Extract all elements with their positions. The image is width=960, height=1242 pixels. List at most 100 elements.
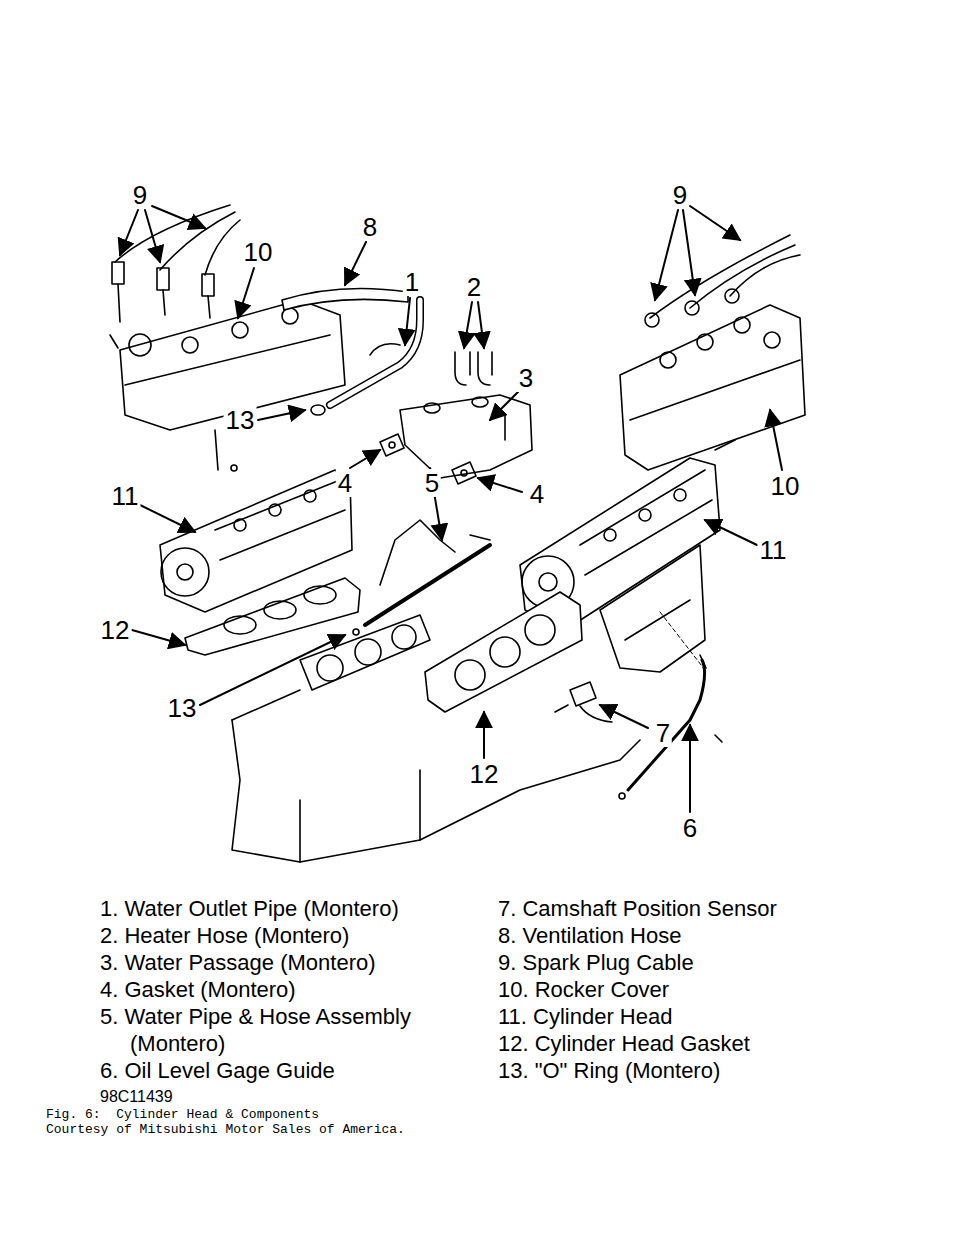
- callout-number: 10: [242, 238, 275, 266]
- leader-arrow: [660, 612, 705, 670]
- camshaft-position-sensor: [555, 682, 612, 722]
- engine-block: [300, 770, 420, 862]
- cylinder-head-gasket: [490, 637, 520, 667]
- cylinder-head-gasket: [224, 616, 256, 634]
- parts-list-item: 11. Cylinder Head: [498, 1003, 672, 1030]
- engine-block: [392, 625, 416, 649]
- figure-caption: Fig. 6: Cylinder Head & Components: [46, 1107, 319, 1122]
- cylinder-head: [639, 509, 651, 521]
- callout-number: 4: [528, 480, 546, 508]
- callout-number: 4: [336, 469, 354, 497]
- water-passage: [400, 395, 532, 478]
- callout-number: 12: [99, 616, 132, 644]
- cylinder-head: [231, 465, 237, 471]
- callout-number: 13: [224, 406, 257, 434]
- cylinder-head-gasket: [455, 660, 485, 690]
- cylinder-head-gasket: [304, 586, 336, 604]
- leader-arrow: [345, 242, 366, 285]
- gasket: [461, 470, 467, 476]
- spark-plug-cable: [645, 313, 659, 327]
- spark-plug-cable: [112, 205, 240, 322]
- callout-number: 9: [131, 181, 149, 209]
- cylinder-head: [160, 430, 352, 612]
- leader-arrow: [140, 505, 195, 532]
- leader-arrow: [600, 705, 648, 728]
- callout-number: 6: [681, 814, 699, 842]
- callout-number: 1: [403, 268, 421, 296]
- cylinder-head-gasket: [264, 601, 296, 619]
- parts-list-item: 8. Ventilation Hose: [498, 922, 681, 949]
- callout-number: 5: [423, 469, 441, 497]
- rocker-cover: [232, 322, 248, 338]
- callout-number: 10: [769, 472, 802, 500]
- leader-arrow: [350, 450, 380, 468]
- heater-hose: [455, 352, 492, 385]
- rocker-cover: [129, 334, 151, 356]
- engine-block: [355, 639, 381, 665]
- leader-arrow: [238, 268, 254, 318]
- rocker-cover: [715, 440, 735, 450]
- parts-list-item: 13. "O" Ring (Montero): [498, 1057, 720, 1084]
- water-passage: [424, 403, 440, 413]
- callout-number: 12: [468, 760, 501, 788]
- cylinder-head: [215, 430, 218, 470]
- water-outlet-pipe: [330, 300, 420, 405]
- cylinder-head-gasket: [425, 592, 582, 712]
- leader-arrow: [258, 410, 305, 420]
- parts-list-item: 6. Oil Level Gage Guide: [100, 1057, 335, 1084]
- ventilation-hose: [282, 288, 408, 310]
- leader-arrow: [464, 302, 472, 348]
- engine-block: [232, 690, 300, 720]
- cylinder-head: [177, 564, 193, 580]
- cylinder-head: [269, 504, 281, 516]
- spark-plug-cable: [157, 268, 169, 290]
- callout-number: 9: [671, 181, 689, 209]
- engine-block: [232, 615, 640, 862]
- cylinder-head: [304, 490, 316, 502]
- spark-plug-cable: [115, 205, 240, 275]
- spark-plug-cable: [118, 284, 210, 322]
- rocker-cover: [182, 337, 198, 353]
- leader-arrow: [120, 210, 138, 255]
- water-outlet-pipe: [330, 300, 420, 405]
- leader-arrow: [705, 520, 757, 545]
- rocker-cover: [697, 334, 713, 350]
- callout-number: 8: [361, 213, 379, 241]
- cylinder-head: [539, 573, 557, 591]
- spark-plug-cable: [685, 301, 699, 315]
- leader-arrow: [483, 712, 485, 758]
- leader-arrow: [200, 635, 345, 705]
- parts-list-item: 2. Heater Hose (Montero): [100, 922, 349, 949]
- cylinder-head: [234, 519, 246, 531]
- oil-level-gage-guide: [619, 793, 625, 799]
- spark-plug-cable: [112, 262, 124, 284]
- rocker-cover: [734, 317, 750, 333]
- gasket: [389, 442, 395, 448]
- cylinder-head: [600, 545, 705, 672]
- heater-hose: [455, 352, 492, 385]
- ventilation-hose: [282, 288, 408, 310]
- gasket: [452, 462, 476, 484]
- leader-arrow: [120, 206, 782, 812]
- leader-arrow: [689, 725, 691, 812]
- parts-list-item: 3. Water Passage (Montero): [100, 949, 376, 976]
- gasket: [380, 434, 404, 456]
- camshaft-position-sensor: [570, 682, 596, 706]
- rocker-cover: [660, 352, 676, 368]
- cylinder-head-gasket: [525, 615, 555, 645]
- leader-arrow: [145, 210, 160, 262]
- water-passage: [472, 397, 488, 407]
- parts-list-item: 12. Cylinder Head Gasket: [498, 1030, 750, 1057]
- parts-list-item: 4. Gasket (Montero): [100, 976, 296, 1003]
- cylinder-head: [161, 548, 209, 596]
- parts-list-item: 7. Camshaft Position Sensor: [498, 895, 777, 922]
- camshaft-position-sensor: [555, 705, 568, 712]
- parts-list-item: 5. Water Pipe & Hose Assembly (Montero): [100, 1003, 445, 1057]
- cylinder-head: [215, 480, 345, 560]
- leader-arrow: [490, 392, 518, 420]
- callout-number: 11: [110, 482, 141, 510]
- line-art: [110, 205, 805, 862]
- callout-number: 3: [517, 364, 535, 392]
- callout-number: 13: [166, 694, 199, 722]
- cylinder-head-gasket: [185, 578, 360, 655]
